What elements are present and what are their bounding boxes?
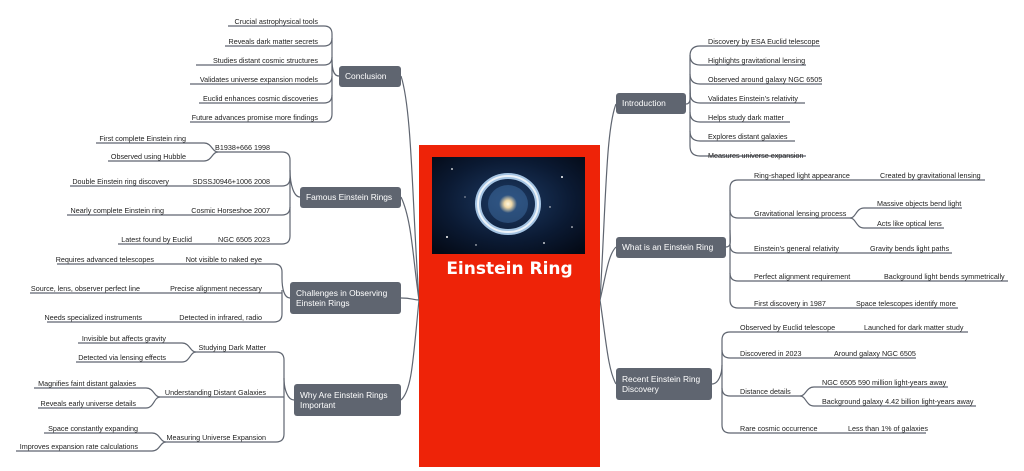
leaf-ngc6505: Latest found by Euclid [121,235,192,244]
leaf-distant-galaxies-1: Magnifies faint distant galaxies [38,379,136,388]
sub-ring-shaped: Ring-shaped light appearance [754,171,850,180]
sub-b1938: B1938+666 1998 [215,143,270,152]
leaf-distant-galaxies-2: Reveals early universe details [40,399,136,408]
branch-why-important[interactable]: Why Are Einstein Rings Important [294,384,401,416]
sub-discovered-2023: Discovered in 2023 [740,349,802,358]
leaf-ring-shaped: Created by gravitational lensing [880,171,981,180]
leaf-discovered-2023: Around galaxy NGC 6505 [834,349,916,358]
leaf-conclusion-4: Validates universe expansion models [199,75,318,84]
leaf-intro-3: Observed around galaxy NGC 6505 [708,75,823,84]
leaf-conclusion-2: Reveals dark matter secrets [228,37,318,46]
leaf-general-relativity: Gravity bends light paths [870,244,950,253]
leaf-observed-euclid: Launched for dark matter study [864,323,964,332]
sub-dark-matter: Studying Dark Matter [198,343,266,352]
einstein-ring-image [432,157,585,254]
central-title: Einstein Ring [446,259,573,279]
leaf-conclusion-3: Studies distant cosmic structures [212,56,318,65]
sub-observed-euclid: Observed by Euclid telescope [740,323,836,332]
leaf-not-visible: Requires advanced telescopes [55,255,154,264]
branch-challenges[interactable]: Challenges in Observing Einstein Rings [290,282,401,314]
leaf-lensing-1: Massive objects bend light [877,199,962,208]
sub-general-relativity: Einstein’s general relativity [754,244,839,253]
leaf-conclusion-1: Crucial astrophysical tools [234,17,319,26]
leaf-expansion-1: Space constantly expanding [48,424,138,433]
sub-rare-occurrence: Rare cosmic occurrence [740,424,818,433]
branch-label: Why Are Einstein Rings Important [300,389,388,411]
leaf-intro-2: Highlights gravitational lensing [708,56,806,65]
leaf-rare-occurrence: Less than 1% of galaxies [848,424,928,433]
leaf-cosmic-horseshoe: Nearly complete Einstein ring [70,206,164,215]
branch-label: What is an Einstein Ring [622,242,714,253]
leaf-intro-4: Validates Einstein’s relativity [708,94,799,103]
leaf-precise-alignment: Source, lens, observer perfect line [30,284,140,293]
sub-ngc6505: NGC 6505 2023 [218,235,270,244]
leaf-intro-7: Measures universe expansion [708,151,804,160]
branch-recent-discovery[interactable]: Recent Einstein Ring Discovery [616,368,712,400]
leaf-distance-1: NGC 6505 590 million light-years away [822,378,947,387]
branch-label: Famous Einstein Rings [306,192,393,203]
leaf-conclusion-5: Euclid enhances cosmic discoveries [202,94,318,103]
leaf-first-discovery: Space telescopes identify more [856,299,956,308]
branch-what-is-einstein-ring[interactable]: What is an Einstein Ring [616,237,726,258]
branch-label: Recent Einstein Ring Discovery [622,373,701,395]
sub-sdssj0946: SDSSJ0946+1006 2008 [192,177,270,186]
leaf-detected-infrared: Needs specialized instruments [44,313,142,322]
leaf-dark-matter-1: Invisible but affects gravity [81,334,166,343]
branch-introduction[interactable]: Introduction [616,93,686,114]
sub-distance-details: Distance details [740,387,791,396]
sub-detected-infrared: Detected in infrared, radio [179,313,262,322]
sub-lensing-process: Gravitational lensing process [754,209,847,218]
leaf-b1938-2: Observed using Hubble [110,152,186,161]
branch-label: Conclusion [345,71,387,82]
leaf-dark-matter-2: Detected via lensing effects [78,353,166,362]
leaf-intro-6: Explores distant galaxies [708,132,788,141]
leaf-intro-5: Helps study dark matter [708,113,784,122]
sub-first-discovery: First discovery in 1987 [754,299,826,308]
leaf-expansion-2: Improves expansion rate calculations [19,442,138,451]
sub-universe-expansion: Measuring Universe Expansion [166,433,266,442]
leaf-lensing-2: Acts like optical lens [877,219,942,228]
branch-conclusion[interactable]: Conclusion [339,66,401,87]
leaf-distance-2: Background galaxy 4.42 billion light-yea… [822,397,974,406]
sub-cosmic-horseshoe: Cosmic Horseshoe 2007 [191,206,270,215]
sub-not-visible: Not visible to naked eye [185,255,262,264]
sub-precise-alignment: Precise alignment necessary [170,284,262,293]
leaf-perfect-alignment: Background light bends symmetrically [884,272,1005,281]
sub-distant-galaxies: Understanding Distant Galaxies [164,388,266,397]
sub-perfect-alignment: Perfect alignment requirement [754,272,851,281]
branch-label: Challenges in Observing Einstein Rings [296,287,388,309]
leaf-b1938-1: First complete Einstein ring [99,134,186,143]
leaf-intro-1: Discovery by ESA Euclid telescope [708,37,820,46]
branch-label: Introduction [622,98,666,109]
branch-famous-einstein-rings[interactable]: Famous Einstein Rings [300,187,401,208]
leaf-sdssj0946: Double Einstein ring discovery [72,177,169,186]
leaf-conclusion-6: Future advances promise more findings [191,113,318,122]
